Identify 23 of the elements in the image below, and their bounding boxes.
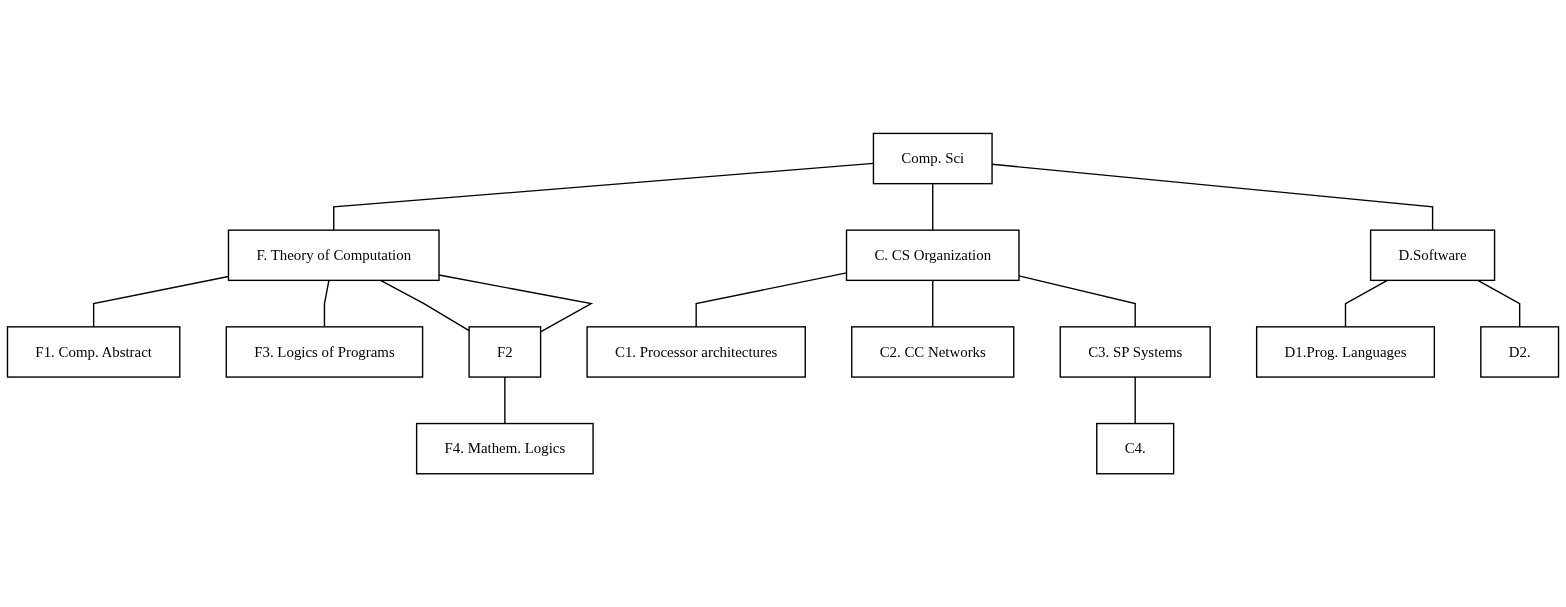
connector bbox=[1134, 376, 1136, 425]
node-box: F4. Mathem. Logics bbox=[415, 422, 594, 475]
connector bbox=[1018, 275, 1136, 328]
node-box: F. Theory of Computation bbox=[227, 229, 440, 281]
node-box: C. CS Organization bbox=[845, 229, 1020, 281]
node-box: C1. Processor architectures bbox=[586, 326, 806, 378]
connector bbox=[1344, 279, 1389, 328]
node-box: F1. Comp. Abstract bbox=[6, 326, 181, 378]
connector bbox=[1477, 279, 1521, 328]
node-box: D1.Prog. Languages bbox=[1255, 326, 1436, 378]
node-box: Comp. Sci bbox=[872, 132, 993, 185]
node-box: F3. Logics of Programs bbox=[225, 326, 424, 378]
node-box: C2. CC Networks bbox=[851, 326, 1015, 378]
node-box: D2. bbox=[1480, 326, 1560, 378]
connector bbox=[323, 279, 330, 328]
node-box: C3. SP Systems bbox=[1059, 326, 1211, 378]
node-box: C4. bbox=[1096, 422, 1175, 475]
node-box: D.Software bbox=[1369, 229, 1496, 281]
connector bbox=[932, 182, 934, 231]
connector bbox=[932, 279, 934, 328]
connector bbox=[504, 376, 506, 425]
connector bbox=[379, 279, 470, 332]
node-box: F2 bbox=[468, 326, 542, 378]
